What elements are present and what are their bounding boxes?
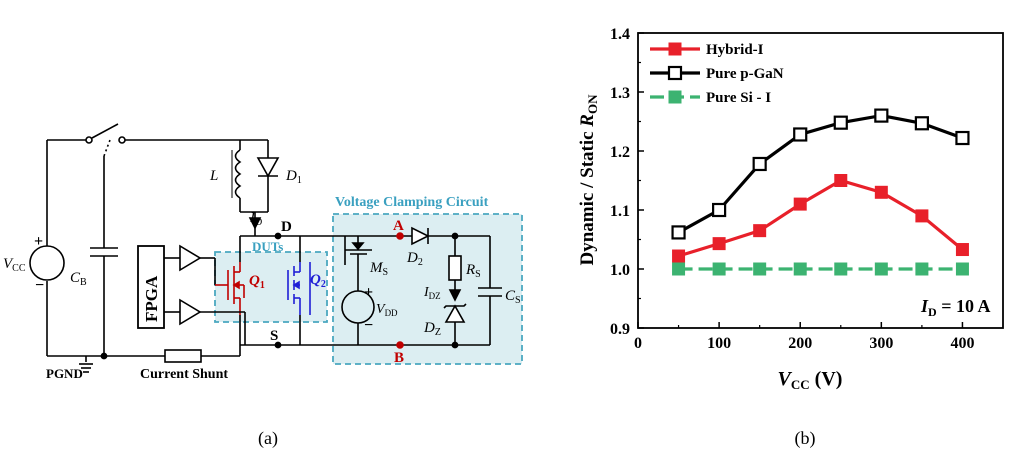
node-A-marker [396,232,404,240]
data-point [955,262,969,276]
data-point [672,249,686,263]
chart-axes: 0 100 200 300 400 0.9 1.0 1.1 1.2 1.3 1.4 [610,26,1004,352]
d2-label: D2 [406,250,423,268]
y-tick-label: 0.9 [610,321,630,338]
x-tick-label: 0 [634,335,642,352]
node-d-label: D [281,219,292,235]
pgnd-label: PGND [46,366,83,381]
vdd-plus: + [364,284,373,301]
data-point [914,116,929,131]
legend-marker [667,65,683,81]
y-axis-label: Dynamic / Static RON [577,94,600,266]
fpga-label: FPGA [142,275,161,322]
legend-label: Hybrid-I [706,42,764,58]
series-line-0 [678,178,964,258]
data-point [793,262,807,276]
id-label: ID [249,210,262,228]
data-point [712,262,726,276]
data-point [671,225,686,240]
data-point [834,262,848,276]
legend-marker [668,90,682,104]
inductor-label: L [209,168,218,184]
data-point [955,130,970,146]
cb-label: CB [70,270,87,288]
x-tick-label: 300 [869,335,893,352]
cs-label: CS [505,288,521,306]
plot-frame [637,32,1004,329]
data-point [793,197,807,211]
caption-a: (a) [258,428,278,449]
ms-label: MS [369,260,388,278]
x-tick-label: 200 [788,335,812,352]
fpga-block [137,245,165,329]
legend-label: Pure Si - I [706,90,771,106]
data-point [833,115,848,130]
legend-label: Pure p-GaN [706,66,784,82]
data-point [874,108,889,123]
resistor-RS [448,255,462,281]
id-annotation: ID = 10 A [920,296,990,319]
y-tick-label: 1.0 [610,262,630,279]
chart-legend: Hybrid-I Pure p-GaN Pure Si - I [650,42,784,106]
x-tick-label: 100 [707,335,731,352]
data-point [874,185,888,199]
vcc-minus: − [35,277,44,294]
data-point [712,202,727,218]
transistor-Q2 [287,262,311,315]
data-point [672,262,686,276]
q1-label: Q1 [249,273,265,291]
current-shunt [164,349,202,363]
node-B-marker [396,341,404,349]
vcc-label: VCC [3,256,26,274]
diode-D1 [256,157,280,178]
node-a-label: A [393,218,404,234]
chart-series [671,108,970,276]
node-b-label: B [394,350,404,366]
circuit-diagram [29,123,523,373]
legend-marker [668,42,682,56]
data-point [915,262,929,276]
rs-label: RS [465,262,481,280]
d1-label: D1 [285,168,302,186]
duts-label: DUTs [252,239,283,254]
main-switch [91,123,119,139]
diode-D2 [411,226,430,246]
data-point [753,224,767,238]
y-tick-label: 1.4 [610,26,630,43]
inductor-L [234,149,242,199]
idz-label: IDZ [423,285,441,301]
data-point [874,262,888,276]
data-point [793,127,808,142]
y-tick-label: 1.3 [610,85,630,102]
x-axis-label: VCC (V) [778,368,843,392]
x-tick-label: 400 [950,335,974,352]
y-tick-label: 1.2 [610,144,630,161]
vcc-plus: + [34,233,43,250]
caption-b: (b) [795,428,816,449]
node-s-label: S [270,328,278,344]
gate-driver-bottom [179,298,202,326]
data-point [753,262,767,276]
data-point [712,237,726,251]
vdd-minus: − [364,317,373,334]
vdd-label: VDD [376,302,398,318]
shunt-label: Current Shunt [140,367,228,382]
clamp-title: Voltage Clamping Circuit [335,195,489,210]
dz-label: DZ [423,320,441,338]
chart: 0 100 200 300 400 0.9 1.0 1.1 1.2 1.3 1.4 Hybrid-I… [577,26,1004,392]
y-tick-label: 1.1 [610,203,630,220]
data-point [955,243,969,257]
data-point [834,174,848,187]
data-point [752,156,767,172]
data-point [915,209,929,223]
vcc-source [29,245,65,281]
gate-driver-top [179,244,202,272]
q2-label: Q2 [310,272,326,290]
